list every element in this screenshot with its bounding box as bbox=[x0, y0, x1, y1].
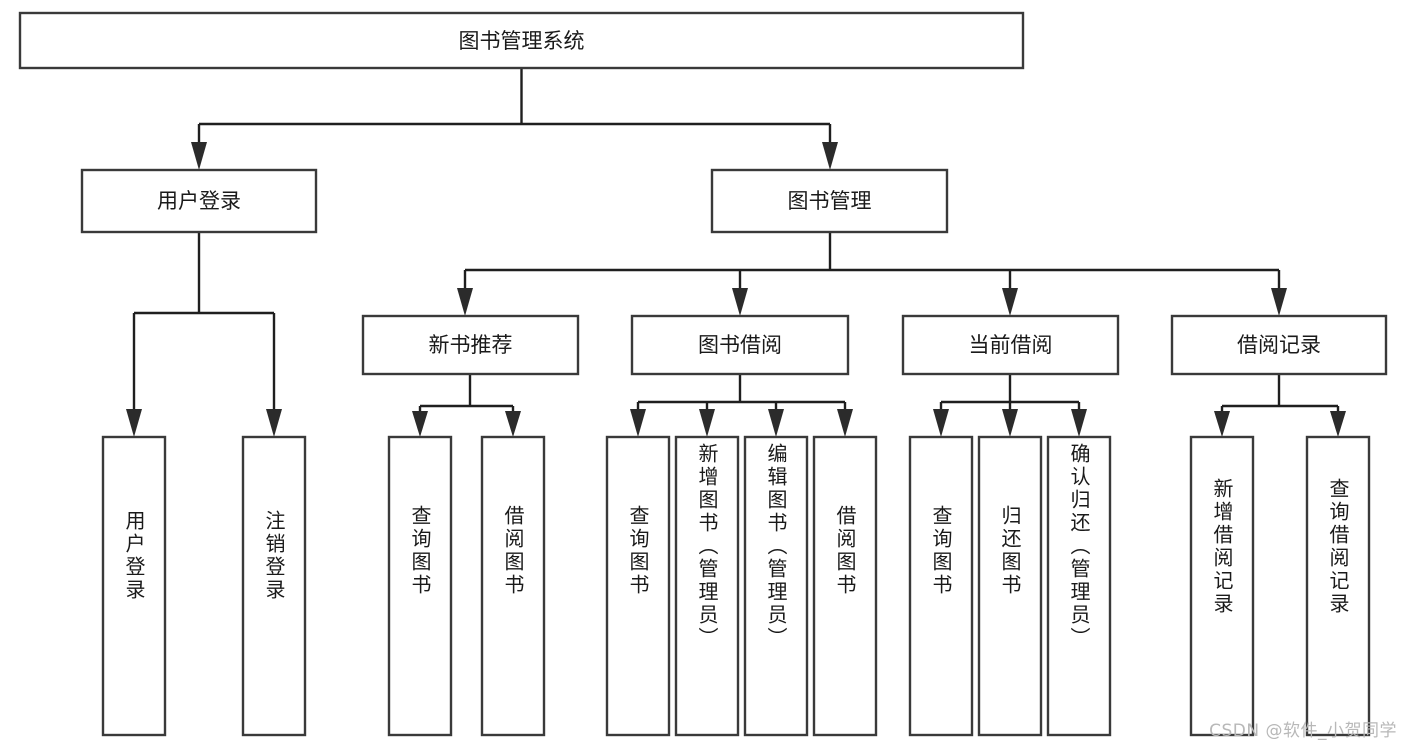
arrow-head-leaf-borrow-book-1 bbox=[505, 411, 521, 437]
node-box-leaf-5[interactable] bbox=[674, 435, 740, 737]
node-box-leaf-8[interactable] bbox=[908, 435, 974, 737]
arrow-head-leaf-logout bbox=[266, 409, 282, 437]
node-box-leaf-4[interactable] bbox=[605, 435, 671, 737]
arrow-head-new-book-rec bbox=[457, 288, 473, 316]
node-label-current-borrow: 当前借阅 bbox=[969, 333, 1053, 357]
connector-group-currentborrow-to-leaves bbox=[933, 374, 1087, 437]
arrow-head-leaf-query-record bbox=[1330, 411, 1346, 437]
node-box-root[interactable] bbox=[18, 11, 1025, 70]
connector-group-bookmgmt-to-level2 bbox=[457, 232, 1287, 316]
arrow-head-leaf-edit-book bbox=[768, 409, 784, 437]
node-box-borrow-record[interactable] bbox=[1170, 314, 1388, 376]
arrow-head-leaf-confirm-return bbox=[1071, 409, 1087, 437]
node-box-leaf-1[interactable] bbox=[241, 435, 307, 737]
node-box-leaf-9[interactable] bbox=[977, 435, 1043, 737]
node-box-leaf-6[interactable] bbox=[743, 435, 809, 737]
connector-group-newbook-to-leaves bbox=[412, 374, 521, 437]
connector-group-borrowrecord-to-leaves bbox=[1214, 374, 1346, 437]
node-box-leaf-10[interactable] bbox=[1046, 435, 1112, 737]
node-box-leaf-2[interactable] bbox=[387, 435, 453, 737]
arrow-head-leaf-borrow-book-2 bbox=[837, 409, 853, 437]
node-label-new-book-recommend: 新书推荐 bbox=[429, 333, 513, 357]
node-label-borrow-record: 借阅记录 bbox=[1237, 333, 1321, 357]
arrow-head-book-mgmt bbox=[822, 142, 838, 170]
watermark-text: CSDN @软件_小贺同学 bbox=[1209, 721, 1397, 741]
node-box-leaf-0[interactable] bbox=[101, 435, 167, 737]
node-box-leaf-3[interactable] bbox=[480, 435, 546, 737]
connector-group-userlogin-to-leaves bbox=[126, 232, 282, 437]
arrow-head-leaf-return-book bbox=[1002, 409, 1018, 437]
arrow-head-leaf-query-book-1 bbox=[412, 411, 428, 437]
arrow-head-leaf-user-login bbox=[126, 409, 142, 437]
node-box-leaf-12[interactable] bbox=[1305, 435, 1371, 737]
node-label-book-management: 图书管理 bbox=[788, 189, 872, 213]
node-box-leaf-7[interactable] bbox=[812, 435, 878, 737]
arrow-head-leaf-query-book-2 bbox=[630, 409, 646, 437]
node-box-book-borrow[interactable] bbox=[630, 314, 850, 376]
arrow-head-leaf-add-record bbox=[1214, 411, 1230, 437]
node-label-user-login: 用户登录 bbox=[157, 189, 241, 213]
node-box-current-borrow[interactable] bbox=[901, 314, 1120, 376]
arrow-head-borrow-record bbox=[1271, 288, 1287, 316]
arrow-head-book-borrow bbox=[732, 288, 748, 316]
arrow-head-current-borrow bbox=[1002, 288, 1018, 316]
node-label-root: 图书管理系统 bbox=[459, 29, 585, 53]
node-label-book-borrow: 图书借阅 bbox=[698, 333, 782, 357]
connector-group-root-to-level1 bbox=[191, 68, 838, 170]
node-box-new-book-recommend[interactable] bbox=[361, 314, 580, 376]
node-box-leaf-11[interactable] bbox=[1189, 435, 1255, 737]
arrow-head-leaf-query-book-3 bbox=[933, 409, 949, 437]
node-box-user-login[interactable] bbox=[80, 168, 318, 234]
arrow-head-user-login bbox=[191, 142, 207, 170]
connector-group-bookborrow-to-leaves bbox=[630, 374, 853, 437]
node-box-book-management[interactable] bbox=[710, 168, 949, 234]
arrow-head-leaf-add-book bbox=[699, 409, 715, 437]
